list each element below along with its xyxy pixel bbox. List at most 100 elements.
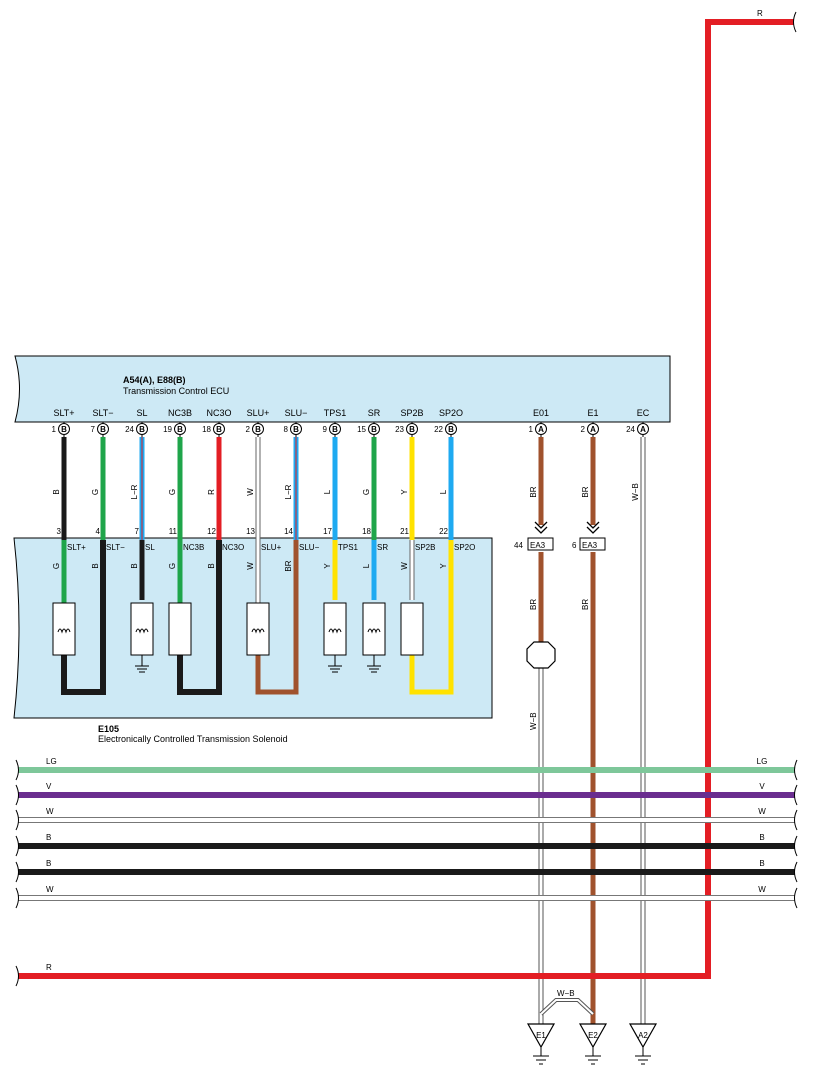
solenoid-pin-name: SLT−: [106, 543, 125, 552]
solenoid-pin-name: SP2B: [415, 543, 435, 552]
solenoid-pin-num: 22: [439, 527, 448, 536]
wire-color-label: BR: [581, 486, 590, 497]
junction-num-2: 6: [572, 541, 577, 550]
ecu-pin-conn: A: [590, 425, 596, 434]
inner-wire-label: G: [168, 563, 177, 569]
wire-color-label: G: [91, 489, 100, 495]
solenoid-coils: [52, 602, 424, 656]
wire-break-left: [15, 861, 19, 883]
upper-wires: [61, 437, 454, 540]
ecu-pin-num: 1: [529, 425, 534, 434]
ecu-pin-conn: A: [640, 425, 646, 434]
solenoid-pin-num: 17: [323, 527, 332, 536]
solenoid-pin-num: 4: [96, 527, 101, 536]
ecu-pin-name: SLU+: [247, 408, 270, 418]
solenoid-pin-num: 18: [362, 527, 371, 536]
solenoid-pin-name: SL: [145, 543, 155, 552]
ecu-pin-name: SLT+: [53, 408, 74, 418]
wire-break-left: [15, 784, 19, 806]
bus-label-left: B: [46, 859, 51, 868]
connector-icon: [368, 423, 380, 435]
solenoid-pin-name: NC3O: [222, 543, 244, 552]
ecu-pin-num: 2: [246, 425, 251, 434]
bus-label-right: B: [759, 859, 764, 868]
wire-color-label: W: [246, 488, 255, 496]
ecu-pin-conn: B: [371, 425, 377, 434]
ecu-pin-num: 23: [395, 425, 404, 434]
ecu-pin-conn: B: [177, 425, 183, 434]
wire-break-right: [794, 809, 798, 831]
bus-label-right: W: [758, 807, 766, 816]
connector-icon: [535, 423, 547, 435]
connector-icon: [136, 423, 148, 435]
solenoid-pin-num: 13: [246, 527, 255, 536]
ecu-pin-name: SR: [368, 408, 381, 418]
ecu-pin-conn: B: [216, 425, 222, 434]
wire-label-br-left-lower: BR: [529, 599, 538, 610]
solenoid-pin-name: SLU−: [299, 543, 320, 552]
ecu-pin-name: SP2O: [439, 408, 463, 418]
bus-label-left: V: [46, 782, 52, 791]
solenoid-pin-num: 14: [284, 527, 293, 536]
wire-color-label: G: [362, 489, 371, 495]
ground-label: E1: [536, 1031, 546, 1040]
solenoid-pin-num: 3: [57, 527, 62, 536]
inner-wire-label: B: [207, 563, 216, 568]
ecu-pin-conn: B: [255, 425, 261, 434]
ecu-pin-conn: B: [409, 425, 415, 434]
junction-num-1: 44: [514, 541, 523, 550]
splice-point: [526, 641, 556, 669]
ecu-pin-num: 15: [357, 425, 366, 434]
ecu-pin-conn: B: [293, 425, 299, 434]
ecu-pin-conn: B: [139, 425, 145, 434]
solenoid-ground-icons: [135, 655, 381, 673]
ground-circuit: [526, 437, 646, 1024]
junction-box-2: [579, 537, 606, 551]
solenoid-title: E105: [98, 724, 119, 734]
solenoid-pin-name: SR: [377, 543, 388, 552]
wire-break-right: [794, 759, 798, 781]
junction-box-1: [527, 537, 554, 551]
solenoid-pin-num: 12: [207, 527, 216, 536]
connector-icon: [406, 423, 418, 435]
wire-color-label: L−R: [284, 484, 293, 499]
solenoid-pin-name: SLU+: [261, 543, 282, 552]
ecu-pin-conn: B: [332, 425, 338, 434]
bus-label-left: W: [46, 807, 54, 816]
connector-icon: [637, 423, 649, 435]
junction-name-2: EA3: [582, 541, 598, 550]
solenoid-sp2: [400, 602, 424, 656]
connector-icon: [58, 423, 70, 435]
connector-icon: [290, 423, 302, 435]
wire-color-label: R: [207, 489, 216, 495]
wire-break-left: [15, 887, 19, 909]
ecu-pin-name: SLU−: [285, 408, 308, 418]
ecu-pin-conn: B: [61, 425, 67, 434]
ecu-pin-conn: B: [100, 425, 106, 434]
wire-color-label: W−B: [631, 483, 640, 501]
connector-icon: [445, 423, 457, 435]
bus-label-right: B: [759, 833, 764, 842]
bus-label-left: B: [46, 833, 51, 842]
solenoid-pin-num: 11: [169, 527, 178, 536]
wire-color-label: L: [439, 489, 448, 494]
inner-wire-label: B: [130, 563, 139, 568]
connector-icon: [97, 423, 109, 435]
bottom-wire-label: R: [46, 963, 52, 972]
ground-icon: [628, 1023, 658, 1049]
solenoid-pin-name: SP2O: [454, 543, 475, 552]
wire-label-br-right-lower: BR: [581, 599, 590, 610]
inner-wire-label: BR: [284, 560, 293, 571]
wire-label-wb-bridge: W−B: [557, 989, 575, 998]
ecu-pin-name: TPS1: [324, 408, 347, 418]
wire-color-label: L−R: [130, 484, 139, 499]
ecu-pin-conn: A: [538, 425, 544, 434]
wire-break-right: [794, 835, 798, 857]
ecu-pin-num: 19: [163, 425, 172, 434]
connector-icon: [587, 423, 599, 435]
red-power-wire: [15, 11, 797, 987]
